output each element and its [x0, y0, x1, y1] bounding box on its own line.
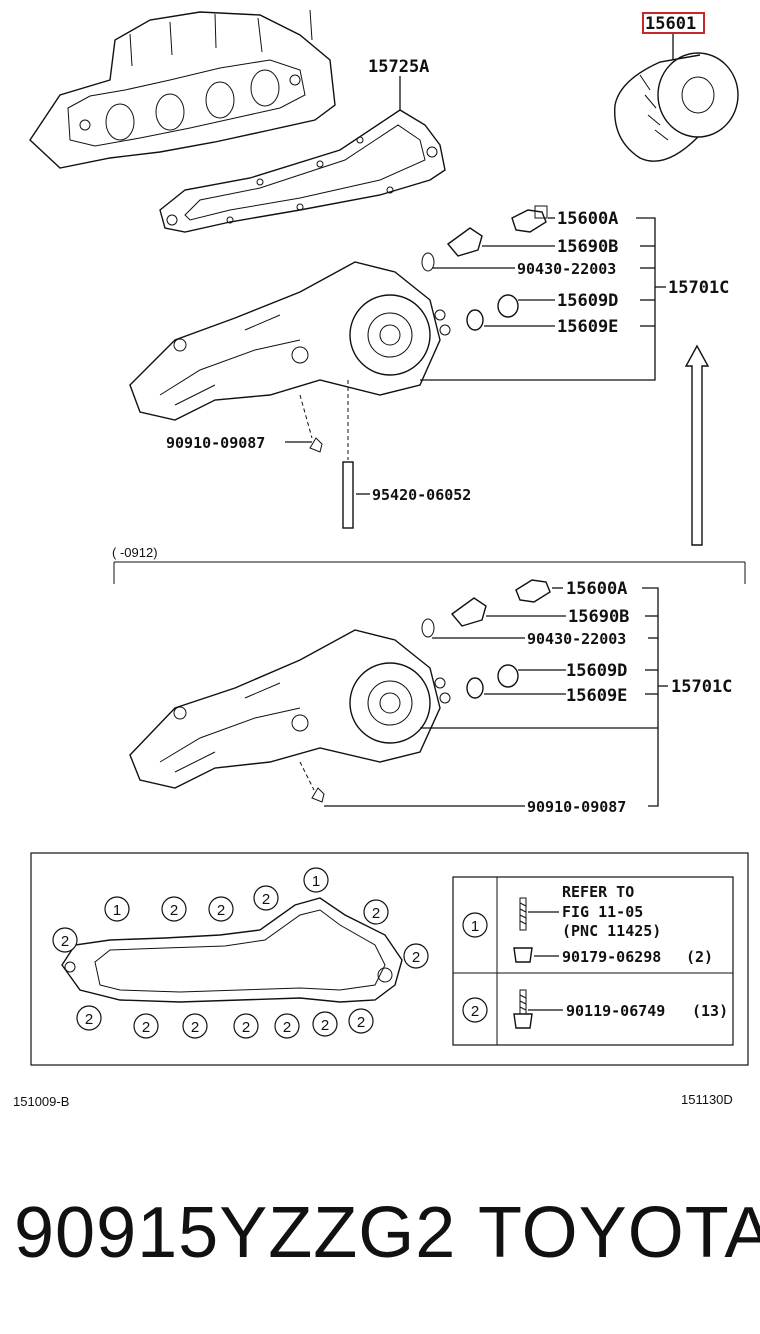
part-label-90179-06298[interactable]: 90179-06298	[562, 948, 661, 966]
part-label-90119-06749[interactable]: 90119-06749	[566, 1002, 665, 1020]
oil-cooler-housing-lower	[129, 629, 451, 789]
bolt-stud-icon	[513, 897, 533, 963]
part-label-15609e-top[interactable]: 15609E	[557, 317, 618, 337]
legend-frame	[30, 852, 749, 1066]
key-circle: 2	[242, 1019, 250, 1036]
part-label-15701c-top[interactable]: 15701C	[668, 278, 729, 298]
footer-part-number: 90915YZZG2	[14, 1193, 457, 1273]
legend-refer-line-1: REFER TO	[562, 883, 634, 901]
key-circle: 2	[170, 902, 178, 919]
sensor-parts-lower	[299, 579, 551, 803]
oil-cooler-housing-top	[129, 261, 451, 421]
part-label-15690b-top[interactable]: 15690B	[557, 237, 618, 257]
part-label-90430-22003-top[interactable]: 90430-22003	[517, 260, 616, 278]
sensor-parts-top	[309, 205, 548, 529]
part-label-15600a-top[interactable]: 15600A	[557, 209, 618, 229]
key-circle: 2	[217, 902, 225, 919]
part-label-15701c-lower[interactable]: 15701C	[671, 677, 732, 697]
engine-block-illustration	[29, 9, 336, 169]
part-label-15609e-lower[interactable]: 15609E	[566, 686, 627, 706]
variant-bracket	[113, 561, 746, 584]
part-label-15690b-lower[interactable]: 15690B	[568, 607, 629, 627]
part-label-15609d-top[interactable]: 15609D	[557, 291, 618, 311]
part-label-15725a: 15725A	[368, 57, 429, 77]
parts-diagram: 15725A 15601	[13, 9, 749, 1109]
gasket-illustration	[159, 109, 446, 233]
legend-key-1	[462, 912, 488, 938]
key-circle: 2	[85, 1011, 93, 1028]
date-range-label: ( -0912)	[112, 545, 158, 560]
legend-key-1-label: 1	[471, 918, 479, 935]
key-circle: 2	[283, 1019, 291, 1036]
arrow-up-icon	[684, 344, 710, 546]
legend-key-2	[462, 997, 488, 1023]
oil-filter-illustration	[614, 52, 739, 162]
key-circle: 2	[357, 1014, 365, 1031]
legend-refer-line-2[interactable]: FIG 11-05	[562, 903, 643, 921]
key-circle: 2	[61, 933, 69, 950]
key-circle: 2	[191, 1019, 199, 1036]
footer-brand: TOYOTA	[478, 1193, 760, 1273]
part-label-90430-22003-lower[interactable]: 90430-22003	[527, 630, 626, 648]
key-circle: 2	[321, 1017, 329, 1034]
key-circle: 2	[372, 905, 380, 922]
part-label-90910-09087-lower[interactable]: 90910-09087	[527, 798, 626, 816]
legend-key-2-label: 2	[471, 1003, 479, 1020]
part-label-15609d-lower[interactable]: 15609D	[566, 661, 627, 681]
gasket-bolt-map	[61, 897, 403, 1003]
leaders-lower	[324, 587, 668, 807]
figure-code-right: 151130D	[681, 1092, 733, 1107]
key-circle: 1	[312, 873, 320, 890]
part-label-15601[interactable]: 15601	[645, 14, 696, 34]
part-label-95420-06052[interactable]: 95420-06052	[372, 486, 471, 504]
key-circle: 2	[142, 1019, 150, 1036]
highlight-box	[642, 12, 705, 34]
qty-label-row2: (13)	[692, 1002, 728, 1020]
bolt-legend-table	[452, 876, 734, 1046]
flange-bolt-icon	[513, 989, 533, 1029]
key-circle: 2	[262, 891, 270, 908]
part-label-90910-09087-top[interactable]: 90910-09087	[166, 434, 265, 452]
leaders-top	[285, 217, 666, 495]
part-label-15600a-lower[interactable]: 15600A	[566, 579, 627, 599]
key-circle: 1	[113, 902, 121, 919]
legend-refer-line-3: (PNC 11425)	[562, 922, 661, 940]
figure-code-left: 151009-B	[13, 1094, 69, 1109]
qty-label-row1: (2)	[686, 948, 713, 966]
gasket-key-circles: 1 2 2 2 2 1 2 2 2 2 2 2 2 2 2	[52, 867, 429, 1039]
key-circle: 2	[412, 949, 420, 966]
